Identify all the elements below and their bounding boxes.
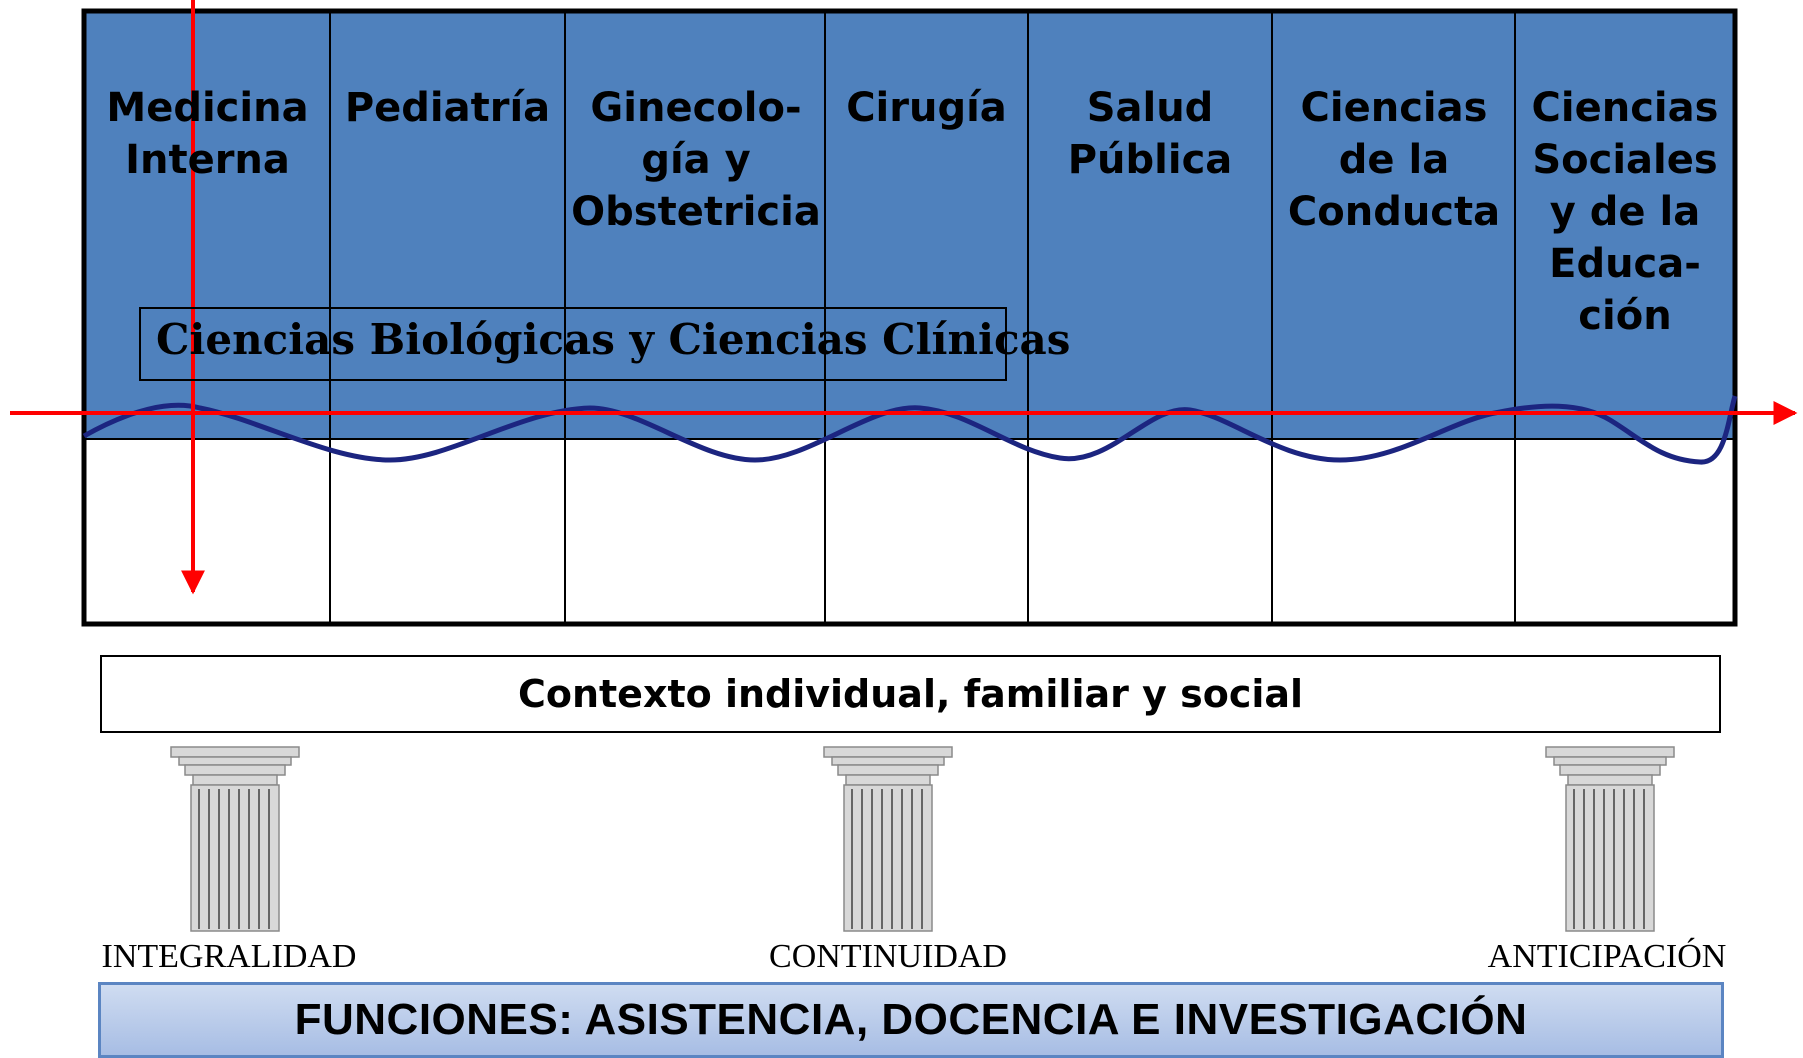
biological-clinical-label: Ciencias Biológicas y Ciencias Clínicas	[156, 315, 1071, 364]
column-label-cirugia: Cirugía	[846, 85, 1007, 131]
wavy-line	[82, 395, 1738, 465]
functions-label: FUNCIONES: ASISTENCIA, DOCENCIA E INVEST…	[294, 995, 1528, 1044]
table-border	[81, 8, 1738, 627]
column-fill-area	[84, 11, 1735, 439]
column-label-pediatria: Pediatría	[344, 85, 551, 131]
pillar-icon	[823, 746, 953, 932]
column-label-ginecologia: Ginecolo- gía y Obstetricia	[571, 85, 821, 235]
biological-clinical-box	[139, 307, 1007, 381]
pillar-icon	[1545, 746, 1675, 932]
pillar-icon	[170, 746, 300, 932]
context-label: Contexto individual, familiar y social	[517, 672, 1304, 716]
pillar-label-integralidad: INTEGRALIDAD	[101, 938, 357, 975]
functions-banner: FUNCIONES: ASISTENCIA, DOCENCIA E INVEST…	[98, 982, 1724, 1058]
pillar-label-anticipacion: ANTICIPACIÓN	[1487, 938, 1727, 975]
column-label-medicina-interna: Medicina Interna	[106, 85, 309, 183]
column-label-salud-publica: Salud Pública	[1067, 85, 1233, 183]
column-label-ciencias-conducta: Ciencias de la Conducta	[1287, 85, 1501, 235]
pillar-label-continuidad: CONTINUIDAD	[769, 938, 1007, 975]
column-label-ciencias-sociales: Ciencias Sociales y de la Educa- ción	[1531, 85, 1719, 339]
column-dividers	[329, 11, 1516, 624]
context-box: Contexto individual, familiar y social	[100, 655, 1721, 733]
